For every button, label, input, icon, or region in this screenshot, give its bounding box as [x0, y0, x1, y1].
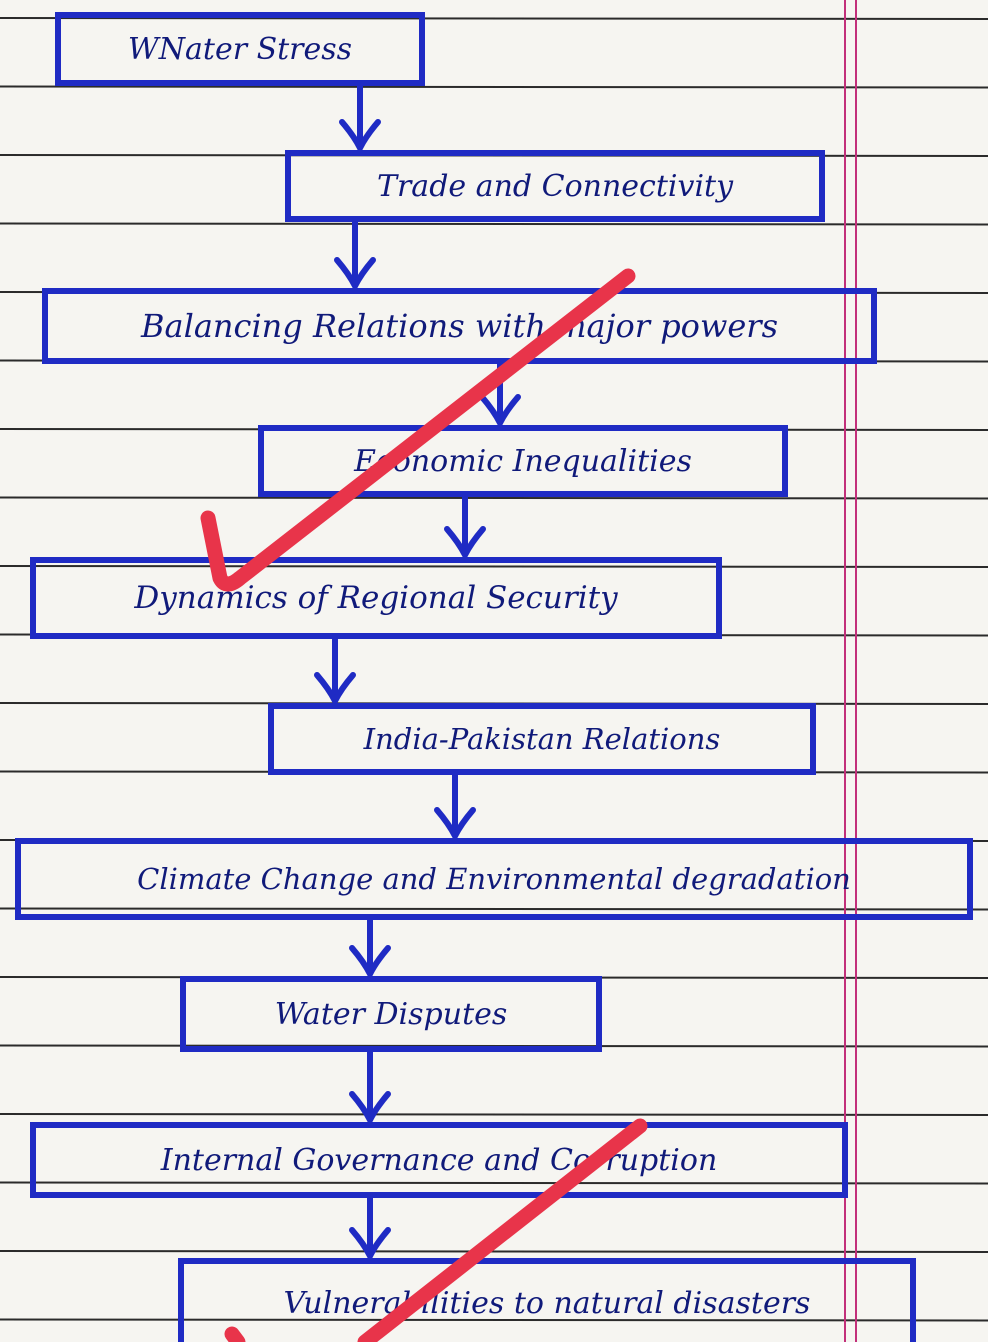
- ruled-line: [0, 1113, 988, 1116]
- ruled-line: [0, 222, 988, 226]
- flow-box-balancing-relations: Balancing Relations with major powers: [42, 288, 877, 364]
- flow-arrow: [434, 775, 476, 843]
- flow-arrow: [314, 639, 356, 708]
- flow-box-label: Dynamics of Regional Security: [134, 580, 618, 616]
- flow-box-natural-disasters: Vulnerabilities to natural disasters: [178, 1258, 916, 1342]
- flow-box-label: Internal Governance and Corruption: [160, 1142, 718, 1178]
- flow-box-label: Water Disputes: [274, 996, 508, 1032]
- flow-arrow: [339, 86, 381, 155]
- flow-box-trade-connectivity: Trade and Connectivity: [285, 150, 825, 222]
- ruled-line: [0, 1250, 988, 1253]
- flow-box-water-disputes: Water Disputes: [180, 976, 602, 1052]
- flow-box-economic-inequalities: Economic Inequalities: [258, 425, 788, 497]
- flow-box-india-pakistan: India-Pakistan Relations: [268, 703, 816, 775]
- ruled-line: [0, 496, 988, 500]
- flow-box-label: Balancing Relations with major powers: [141, 307, 778, 345]
- flow-box-climate-change: Climate Change and Environmental degrada…: [15, 838, 973, 920]
- flow-box-label: Trade and Connectivity: [376, 168, 734, 204]
- ruled-line: [0, 907, 988, 911]
- flow-box-label: Climate Change and Environmental degrada…: [137, 862, 851, 896]
- flow-box-label: India-Pakistan Relations: [363, 722, 721, 756]
- flow-box-label: WNater Stress: [127, 31, 353, 67]
- flow-box-label: Vulnerabilities to natural disasters: [283, 1285, 811, 1321]
- ruled-line: [0, 17, 988, 20]
- ruled-line: [0, 85, 988, 89]
- margin-line: [844, 0, 857, 1342]
- flow-box-water-stress: WNater Stress: [55, 12, 425, 86]
- flow-box-label: Economic Inequalities: [354, 443, 692, 479]
- flow-arrow: [349, 920, 391, 981]
- flow-box-regional-security: Dynamics of Regional Security: [30, 557, 722, 639]
- flow-box-internal-governance: Internal Governance and Corruption: [30, 1122, 848, 1198]
